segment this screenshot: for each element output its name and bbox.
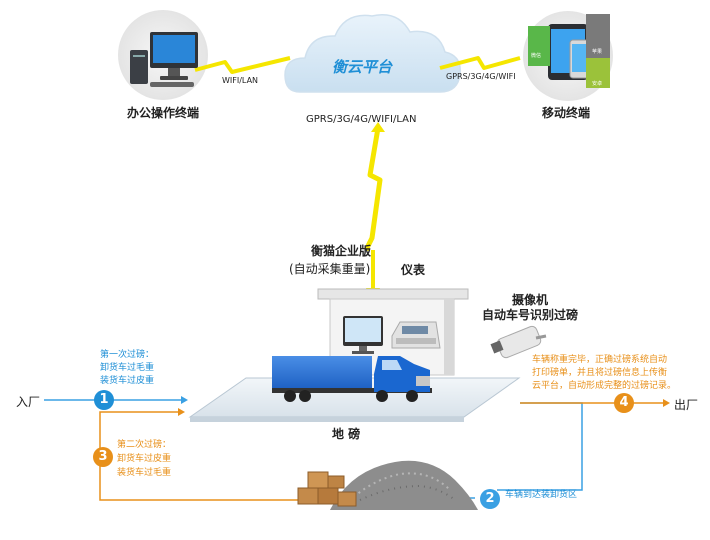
app-label-android: 安卓: [592, 81, 603, 87]
scale-label: 地 磅: [332, 427, 361, 441]
software-subtitle: (自动采集重量): [289, 262, 371, 276]
app-label-wechat: 微信: [531, 53, 542, 59]
camera-title: 摄像机: [512, 293, 549, 307]
camera-subtitle: 自动车号识别过磅: [482, 308, 579, 322]
cardboard-boxes-icon: [297, 471, 357, 507]
gravel-pile-icon: [330, 460, 478, 510]
step-4-badge: 4: [614, 393, 634, 413]
step-1-line-2: 卸货车过毛重: [100, 363, 155, 373]
step-1-line-3: 装货车过皮重: [100, 376, 155, 386]
software-monitor-icon: [343, 316, 383, 354]
meter-label: 仪表: [401, 263, 426, 277]
truck-icon: [272, 356, 432, 402]
software-title: 衡猫企业版: [311, 244, 372, 258]
cloud-icon: [284, 14, 461, 93]
exit-label: 出厂: [674, 398, 699, 412]
desktop-computer-icon: [130, 32, 198, 87]
camera-icon: [490, 325, 547, 359]
mobile-link-label: GPRS/3G/4G/WIFI: [446, 72, 516, 81]
step-1-badge: 1: [94, 390, 114, 410]
step-3-line-3: 装货车过毛重: [117, 468, 172, 478]
step-2-line-1: 车辆到达装卸货区: [505, 490, 578, 500]
step-3-line-2: 卸货车过皮重: [117, 454, 172, 464]
office-link-label: WIFI/LAN: [222, 76, 259, 85]
entry-label: 入厂: [16, 395, 41, 409]
mobile-terminal-label: 移动终端: [542, 106, 591, 120]
weighing-meter-icon: [391, 321, 441, 349]
entry-arrow: [44, 396, 188, 404]
mobile-devices-icon: [528, 14, 610, 88]
step-3-badge: 3: [93, 447, 113, 467]
office-terminal-label: 办公操作终端: [127, 106, 200, 120]
step-4-line-2: 打印磅单，并且将过磅信息上传衡: [532, 368, 668, 378]
step-3-line-1: 第二次过磅：: [117, 440, 172, 450]
step-2-badge: 2: [480, 489, 500, 509]
lightning-office-icon: [194, 56, 291, 74]
app-label-apple: 苹果: [592, 49, 603, 55]
step-4-line-1: 车辆称重完毕，正确过磅系统自动: [532, 355, 668, 365]
lightning-mobile-icon: [439, 56, 521, 70]
step-4-line-3: 云平台，自动形成完整的过磅记录。: [532, 381, 677, 391]
cloud-platform-label: 衡云平台: [332, 58, 393, 76]
step-1-line-1: 第一次过磅：: [100, 350, 155, 360]
uplink-label: GPRS/3G/4G/WIFI/LAN: [306, 114, 417, 125]
exit-arrow: [520, 399, 670, 407]
